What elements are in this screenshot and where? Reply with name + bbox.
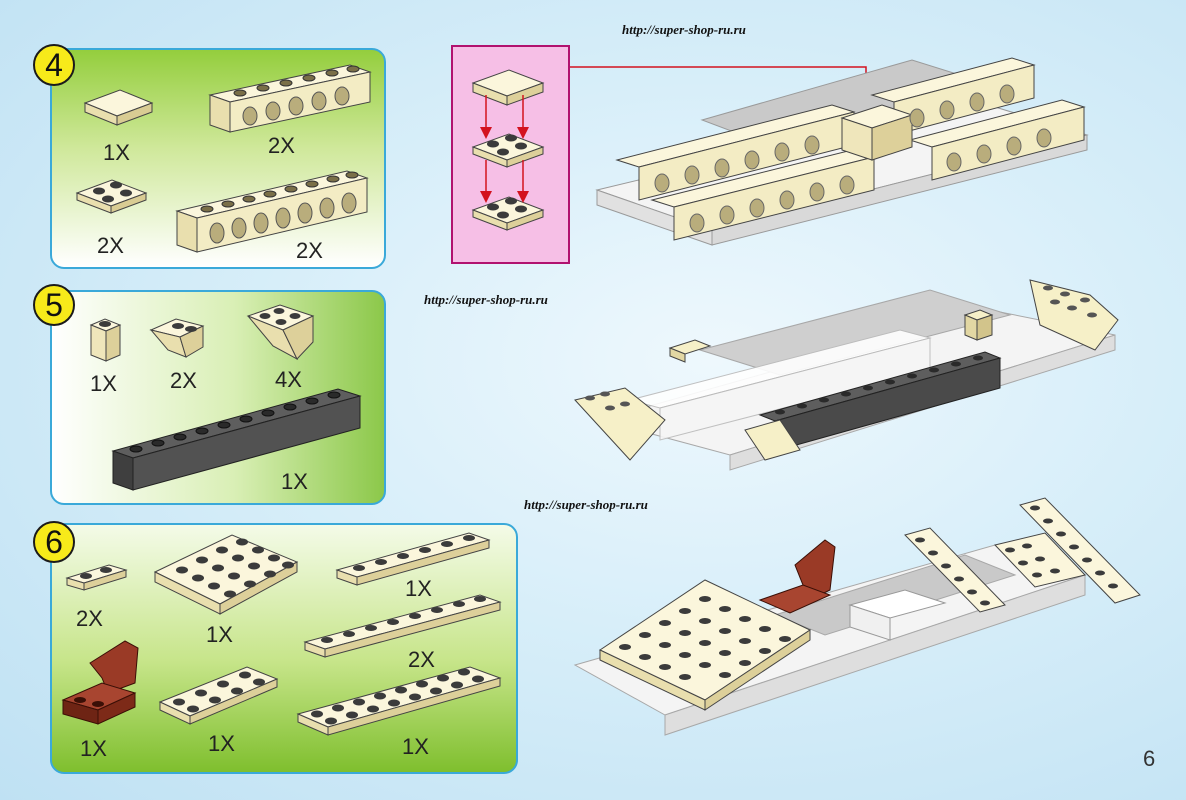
- watermark-url-1: http://super-shop-ru.ru: [622, 22, 746, 37]
- plate-1x8-part: [303, 594, 502, 658]
- watermark-url-2: http://super-shop-ru.ru: [424, 292, 548, 307]
- slope-2x2-quantity: 4X: [275, 367, 302, 392]
- seat-part: [61, 640, 139, 725]
- plate-2x8-quantity: 1X: [402, 734, 429, 759]
- model-step-4-view: [595, 57, 1089, 246]
- plate-2x2-part: [75, 179, 148, 214]
- step-6-badge: 6: [33, 521, 75, 563]
- page-number: 6: [1143, 746, 1156, 771]
- tile-2x2-part: [83, 89, 154, 126]
- dark-gray-brick-1x10-part: [111, 388, 362, 491]
- plate-4x4-part: [153, 534, 299, 615]
- slope-1x2-quantity: 2X: [170, 368, 197, 393]
- technic-brick-1x6-part: [208, 64, 372, 133]
- plate-1x2-part: [65, 564, 128, 591]
- brick-1x1-part: [89, 318, 122, 362]
- slope-1x2-part: [149, 318, 205, 358]
- dark-gray-brick-1x10-quantity: 1X: [281, 469, 308, 494]
- slope-2x2-part: [246, 304, 315, 361]
- brick-1x1-quantity: 1X: [90, 371, 117, 396]
- technic-brick-1x6-quantity: 2X: [268, 133, 295, 158]
- plate-1x2-quantity: 2X: [76, 606, 103, 631]
- step-4-badge: 4: [33, 44, 75, 86]
- model-step-6-view: [573, 497, 1141, 736]
- sub-assembly-diagram: [471, 69, 545, 231]
- step-6-number: 6: [45, 523, 63, 560]
- step-5-number: 5: [45, 286, 63, 323]
- technic-brick-1x8-part: [175, 170, 369, 253]
- tile-2x2-quantity: 1X: [103, 140, 130, 165]
- step-5-badge: 5: [33, 284, 75, 326]
- plate-2x2-quantity: 2X: [97, 233, 124, 258]
- watermark-url-3: http://super-shop-ru.ru: [524, 497, 648, 512]
- technic-brick-1x8-quantity: 2X: [296, 238, 323, 263]
- model-step-5-view: [574, 279, 1119, 471]
- seat-quantity: 1X: [80, 736, 107, 761]
- plate-1x8-quantity: 2X: [408, 647, 435, 672]
- plate-4x4-quantity: 1X: [206, 622, 233, 647]
- plate-2x8-part: [296, 666, 502, 736]
- plate-1x6-quantity: 1X: [405, 576, 432, 601]
- plate-2x4-part: [158, 666, 279, 725]
- step-4-number: 4: [45, 46, 63, 83]
- plate-1x6-part: [335, 532, 491, 586]
- plate-2x4-quantity: 1X: [208, 731, 235, 756]
